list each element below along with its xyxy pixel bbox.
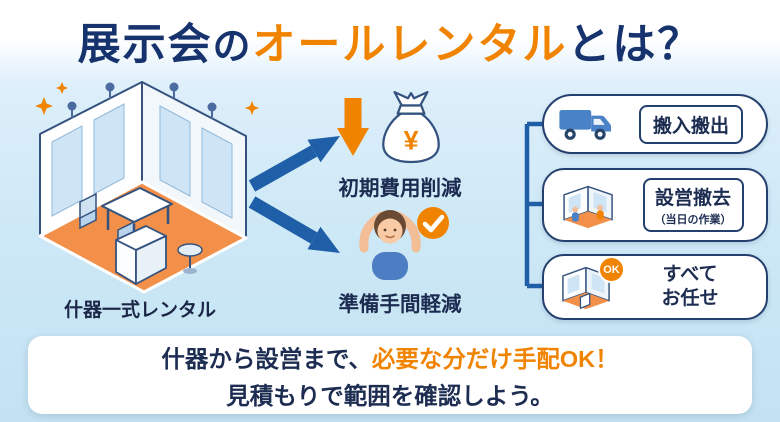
money-bag-icon: ¥ (382, 90, 440, 164)
booth-caption: 什器一式レンタル (63, 300, 216, 321)
title-towa: とは？ (567, 21, 703, 69)
yen-symbol: ¥ (404, 126, 419, 156)
service-bracket-connector (524, 121, 545, 289)
banner-line2: 見積もりで範囲を確認しよう。 (226, 382, 554, 409)
benefit-cost-label: 初期費用削減 (338, 177, 462, 200)
booth-setup-icon (558, 181, 620, 229)
truck-icon (558, 103, 616, 145)
benefit-effort-label: 準備手間軽減 (338, 293, 462, 316)
exhibition-booth-illustration (35, 81, 259, 294)
service-label-setup-text: 設営撤去 (654, 188, 731, 209)
service-label-carry: 搬入搬出 (638, 104, 743, 144)
check-icon (417, 207, 449, 239)
page-title: 展示会のオールレンタルとは？ (0, 10, 780, 72)
title-exhibition: 展示会 (77, 21, 213, 69)
service-label-all-line2: お任せ (661, 288, 719, 309)
relaxed-person-icon (359, 210, 421, 280)
service-label-all: すべて お任せ (661, 263, 718, 311)
title-all-rental: オールレンタル (252, 21, 568, 69)
banner-line1-accent: 必要な分だけ手配OK！ (371, 345, 619, 372)
service-row-carry-in-out: 搬入搬出 (542, 94, 768, 154)
booth-ok-icon: OK (558, 256, 625, 311)
ok-badge: OK (598, 256, 625, 283)
service-row-leave-it-all: OK すべて お任せ (542, 254, 768, 320)
service-label-all-line1: すべて (662, 264, 718, 285)
sparkle-icon (35, 82, 259, 115)
cost-down-arrow-icon (337, 98, 369, 156)
bottom-banner: 什器から設営まで、必要な分だけ手配OK！ 見積もりで範囲を確認しよう。 (28, 336, 752, 414)
flow-arrows-icon (248, 136, 340, 253)
title-particle: の (212, 26, 253, 68)
service-label-carry-text: 搬入搬出 (652, 115, 729, 137)
service-label-setup-sub: （当日の作業） (654, 214, 732, 226)
service-row-setup-teardown: 設営撤去 （当日の作業） (542, 168, 768, 242)
banner-line1-prefix: 什器から設営まで、 (161, 345, 372, 372)
banner-line1: 什器から設営まで、必要な分だけ手配OK！ (161, 340, 618, 374)
service-label-setup: 設営撤去 （当日の作業） (642, 178, 744, 232)
